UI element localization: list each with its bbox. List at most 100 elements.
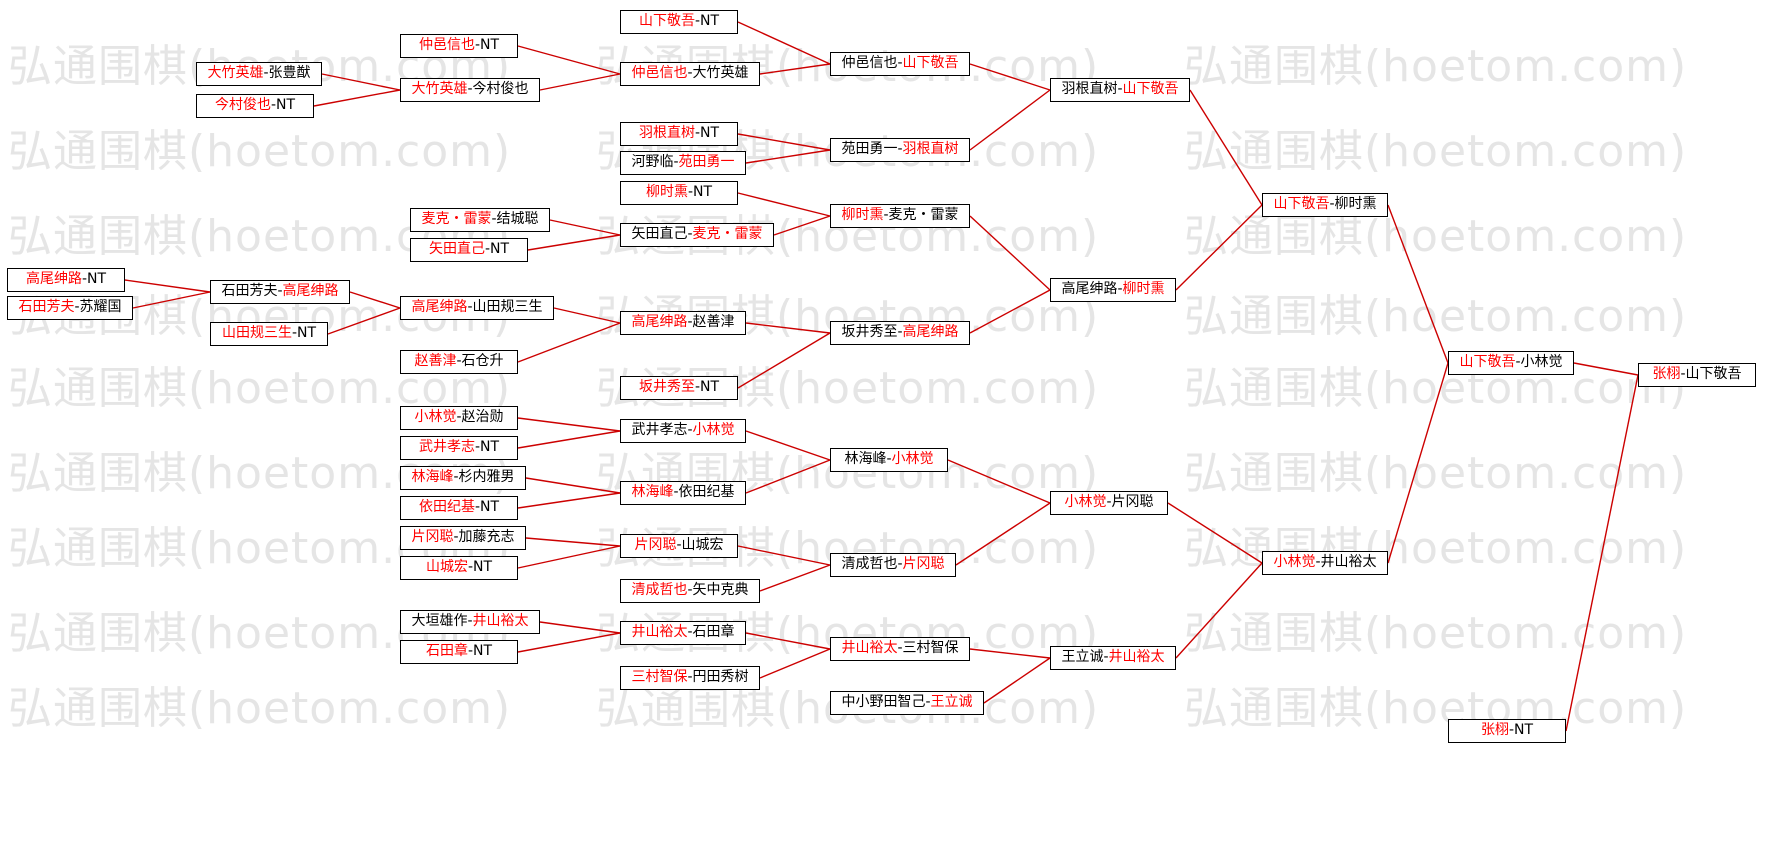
match-box-kataoka_yamashiro: 片冈聪-山城宏 <box>620 534 738 558</box>
match-box-mimura_enda: 三村智保-円田秀树 <box>620 666 760 690</box>
player-name: 山下敬吾 <box>1273 196 1330 212</box>
player-name: 山城宏 <box>681 537 724 553</box>
match-box-nakaonoda_oritsu: 中小野田智己-王立诚 <box>830 691 984 715</box>
separator: - <box>467 643 474 659</box>
match-box-sakai_nt: 坂井秀至-NT <box>620 376 738 400</box>
separator: - <box>687 624 693 640</box>
player-name: 石仓升 <box>461 353 504 369</box>
separator: - <box>1106 494 1112 510</box>
watermark-text: 弘通围棋(hoetom.com) <box>8 683 512 734</box>
player-name: 羽根直树 <box>902 141 959 157</box>
match-box-ishida_su: 石田芳夫-苏耀国 <box>7 296 133 320</box>
player-name: 山下敬吾 <box>902 55 959 71</box>
player-name: 王立诚 <box>1061 649 1104 665</box>
separator: - <box>673 484 679 500</box>
separator: - <box>886 451 892 467</box>
player-name: 山下敬吾 <box>1685 366 1742 382</box>
player-name: 杉内雅男 <box>458 469 515 485</box>
player-name: 山下敬吾 <box>1122 81 1179 97</box>
player-name: 武井孝志 <box>631 422 688 438</box>
player-name: 石田芳夫 <box>221 283 278 299</box>
player-name: 麦克・雷蒙 <box>421 211 492 227</box>
player-name: 片冈聪 <box>1111 494 1154 510</box>
separator: - <box>467 81 473 97</box>
player-name: NT <box>700 125 720 141</box>
player-name: 河野临 <box>631 154 674 170</box>
match-box-takao_chozenshin: 高尾绅路-赵善津 <box>620 311 746 335</box>
separator: - <box>474 439 481 455</box>
player-name: 小林觉 <box>1273 554 1316 570</box>
player-name: 清成哲也 <box>841 556 898 572</box>
separator: - <box>897 324 903 340</box>
match-box-kobayashi_kataoka: 小林觉-片冈聪 <box>1050 491 1168 515</box>
separator: - <box>687 184 694 200</box>
player-name: 苑田勇一 <box>841 141 898 157</box>
player-name: 石田芳夫 <box>18 299 75 315</box>
separator: - <box>687 65 693 81</box>
match-box-takei_nt: 武井孝志-NT <box>400 436 518 460</box>
player-name: 张栩 <box>1652 366 1681 382</box>
match-box-imamura_nt: 今村俊也-NT <box>196 94 314 118</box>
player-name: 张豊猷 <box>268 65 311 81</box>
player-name: 井山裕太 <box>1320 554 1377 570</box>
match-box-takao_yamada: 高尾绅路-山田规三生 <box>400 296 554 320</box>
match-box-ryu_mike: 柳时熏-麦克・雷蒙 <box>830 204 970 228</box>
separator: - <box>1508 722 1515 738</box>
watermark-text: 弘通围棋(hoetom.com) <box>1184 363 1688 414</box>
match-box-kiyonari_kataoka: 清成哲也-片冈聪 <box>830 553 956 577</box>
match-box-hane_yamashita: 羽根直树-山下敬吾 <box>1050 78 1190 102</box>
separator: - <box>883 207 889 223</box>
player-name: 大竹英雄 <box>692 65 749 81</box>
separator: - <box>474 499 481 515</box>
player-name: 高尾绅路 <box>1061 281 1118 297</box>
match-box-ishida_takao: 石田芳夫-高尾绅路 <box>210 280 350 304</box>
separator: - <box>277 283 283 299</box>
watermark-text: 弘通围棋(hoetom.com) <box>1184 41 1688 92</box>
match-box-takei_kobayashi: 武井孝志-小林觉 <box>620 419 746 443</box>
separator: - <box>467 559 474 575</box>
separator: - <box>694 13 701 29</box>
match-box-kobayashi_chochikun: 小林觉-赵治勋 <box>400 406 518 430</box>
player-name: 井山裕太 <box>1108 649 1165 665</box>
player-name: 柳时熏 <box>645 184 688 200</box>
player-name: 片冈聪 <box>902 556 945 572</box>
player-name: 柳时熏 <box>1334 196 1377 212</box>
player-name: 片冈聪 <box>634 537 677 553</box>
player-name: 柳时熏 <box>841 207 884 223</box>
match-box-kiyonari_yanaka: 清成哲也-矢中克典 <box>620 579 760 603</box>
player-name: 井山裕太 <box>472 613 529 629</box>
player-name: 羽根直树 <box>1061 81 1118 97</box>
player-name: 小林觉 <box>692 422 735 438</box>
player-name: 依田纪基 <box>418 499 475 515</box>
separator: - <box>925 694 931 710</box>
separator: - <box>474 37 481 53</box>
watermark-text: 弘通围棋(hoetom.com) <box>1184 683 1688 734</box>
separator: - <box>687 226 693 242</box>
separator: - <box>456 409 462 425</box>
match-box-sonoda_hane: 苑田勇一-羽根直树 <box>830 138 970 162</box>
player-name: 仲邑信也 <box>841 55 898 71</box>
player-name: NT <box>473 559 493 575</box>
match-box-yamashiro_nt: 山城宏-NT <box>400 556 518 580</box>
match-box-nakamura_otake: 仲邑信也-大竹英雄 <box>620 62 760 86</box>
separator: - <box>484 241 491 257</box>
player-name: 山城宏 <box>425 559 468 575</box>
player-name: 小林觉 <box>891 451 934 467</box>
player-name: 赵善津 <box>414 353 457 369</box>
watermark-text: 弘通围棋(hoetom.com) <box>1184 291 1688 342</box>
player-name: 中小野田智己 <box>841 694 926 710</box>
match-box-yamada_nt: 山田规三生-NT <box>210 322 328 346</box>
match-box-otake_imamura: 大竹英雄-今村俊也 <box>400 78 540 102</box>
match-box-takao_nt: 高尾绅路-NT <box>7 268 125 292</box>
player-name: 林海峰 <box>631 484 674 500</box>
player-name: 林海峰 <box>844 451 887 467</box>
player-name: 麦克・雷蒙 <box>692 226 763 242</box>
player-name: 井山裕太 <box>631 624 688 640</box>
player-name: 三村智保 <box>902 640 959 656</box>
bracket-connector <box>517 417 621 432</box>
separator: - <box>1103 649 1109 665</box>
separator: - <box>263 65 269 81</box>
match-box-mike_yuki: 麦克・雷蒙-结城聪 <box>410 208 550 232</box>
player-name: 张栩 <box>1480 722 1509 738</box>
watermark-text: 弘通围棋(hoetom.com) <box>1184 211 1688 262</box>
